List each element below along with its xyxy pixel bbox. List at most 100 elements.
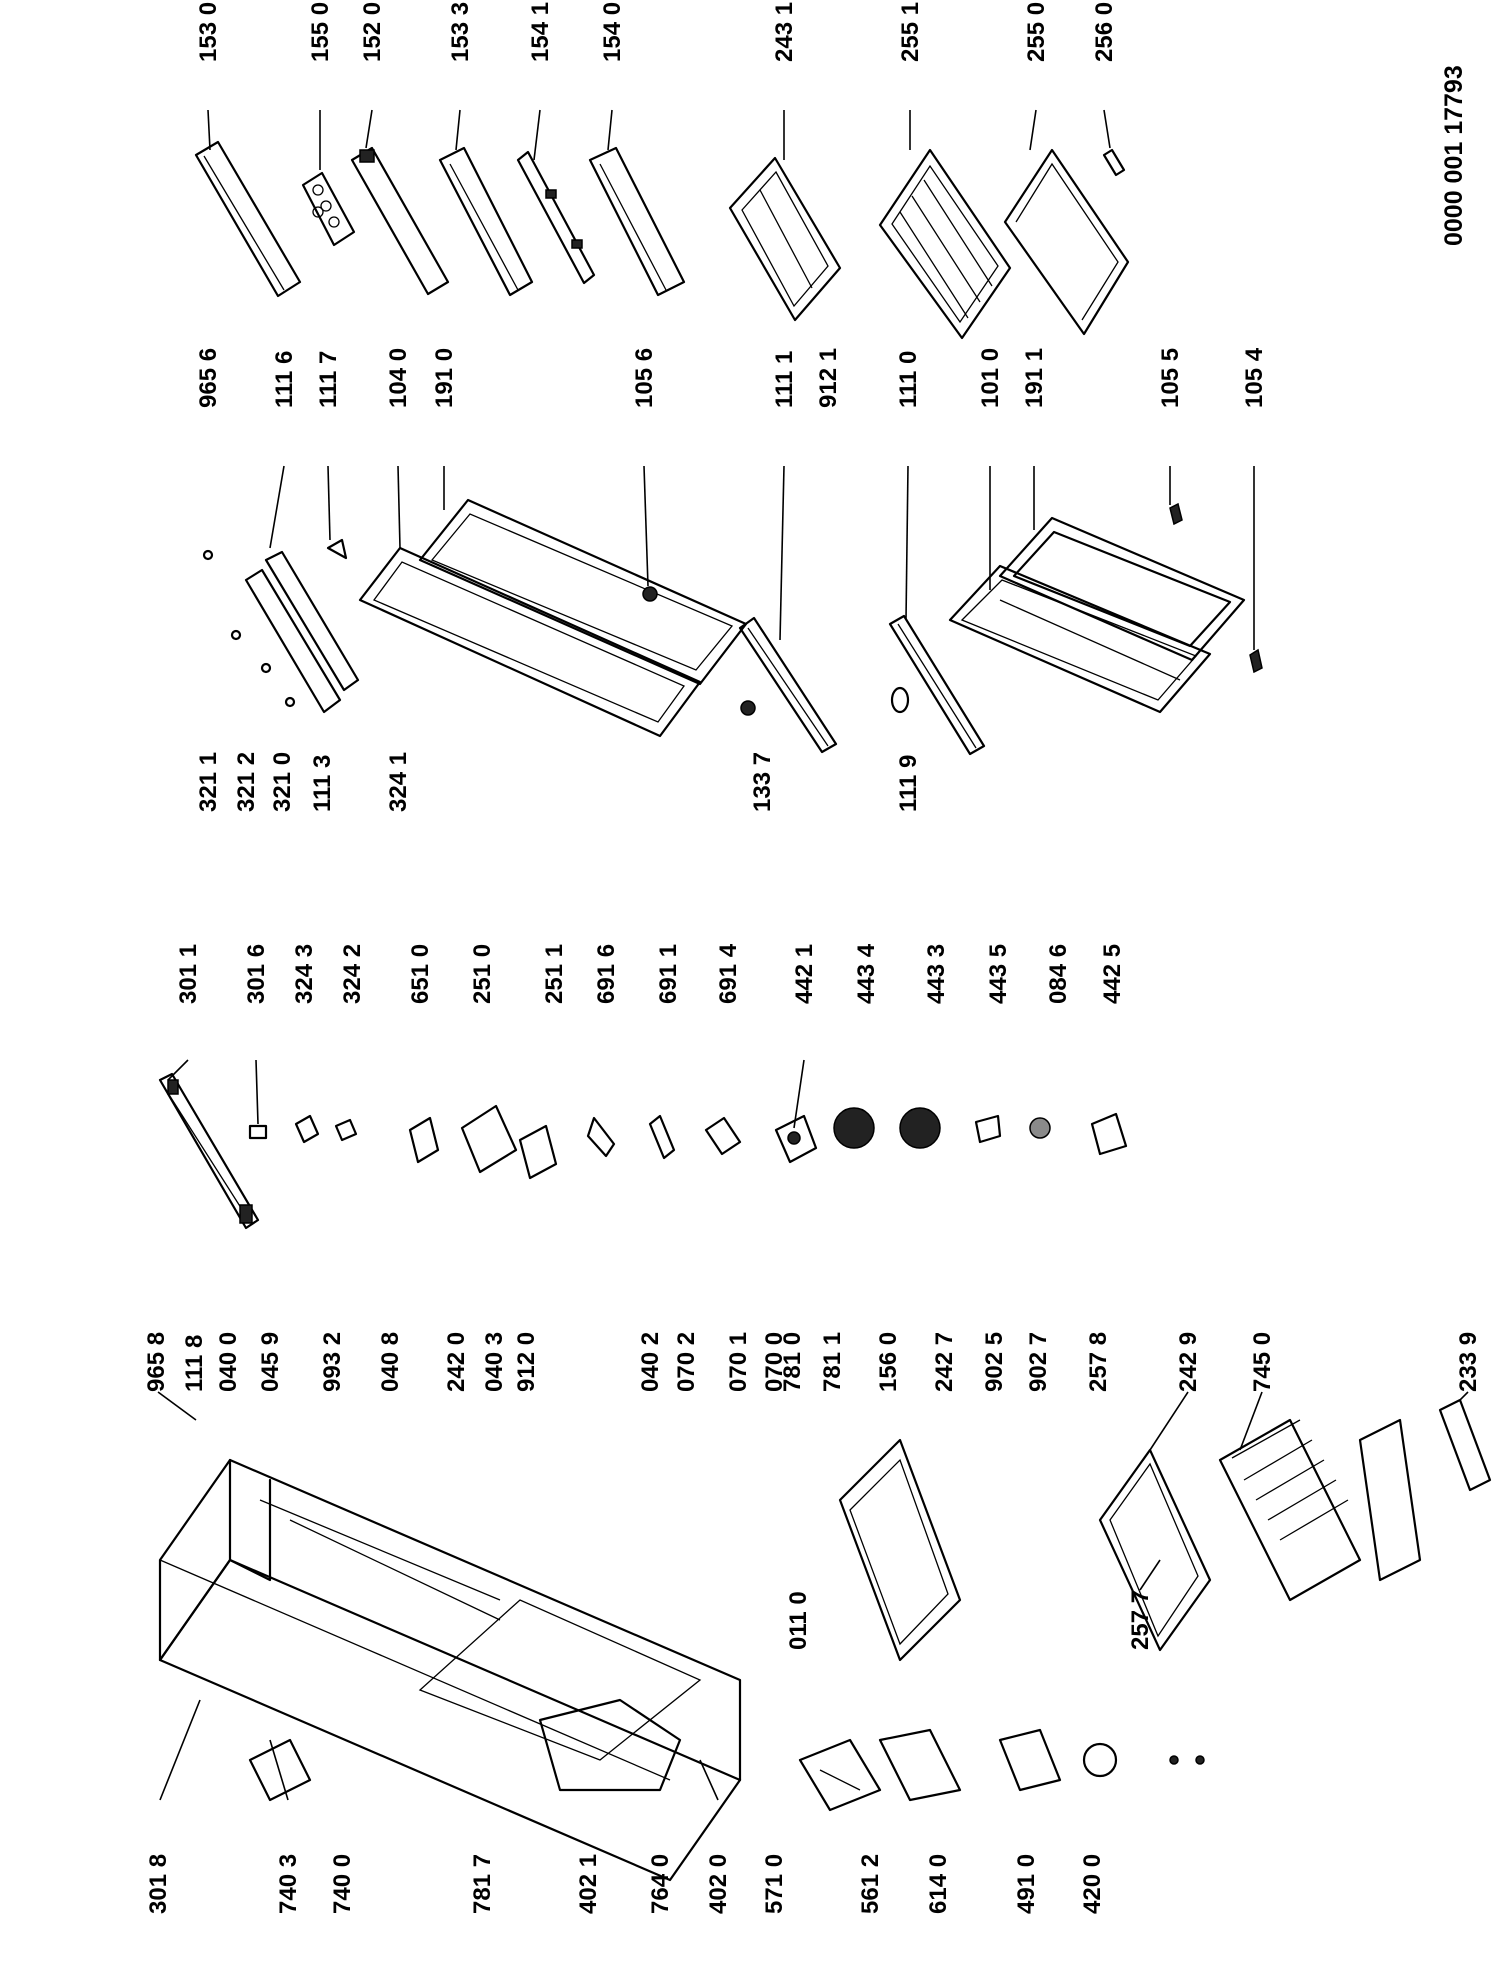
leader-lines bbox=[157, 109, 1469, 1801]
callout-243-1: 243 1 bbox=[771, 2, 798, 62]
part-door-hinge-cover bbox=[738, 616, 838, 754]
callout-257-7: 257 7 bbox=[1127, 1590, 1154, 1650]
callout-242-9: 242 9 bbox=[1175, 1332, 1202, 1392]
callout-233-9: 233 9 bbox=[1455, 1332, 1482, 1392]
callout-442-1: 442 1 bbox=[791, 944, 818, 1004]
callout-045-9: 045 9 bbox=[257, 1332, 284, 1392]
callout-251-0: 251 0 bbox=[469, 944, 496, 1004]
callout-965-8: 965 8 bbox=[143, 1332, 170, 1392]
callout-105-6: 105 6 bbox=[631, 348, 658, 408]
callout-105-4: 105 4 bbox=[1241, 347, 1268, 408]
callout-101-0: 101 0 bbox=[977, 348, 1004, 408]
callout-321-2: 321 2 bbox=[233, 752, 260, 812]
part-lower-door-rail bbox=[888, 614, 986, 756]
part-cabinet bbox=[158, 1458, 742, 1882]
callout-255-0: 255 0 bbox=[1023, 2, 1050, 62]
part-crisper-drawer bbox=[838, 1438, 962, 1662]
callout-745-0: 745 0 bbox=[1249, 1332, 1276, 1392]
callout-153-0: 153 0 bbox=[195, 2, 222, 62]
callout-442-5: 442 5 bbox=[1099, 944, 1126, 1004]
part-compressor bbox=[878, 1728, 962, 1802]
callout-191-1: 191 1 bbox=[1021, 348, 1048, 408]
callout-781-0: 781 0 bbox=[779, 1332, 806, 1392]
part-drawer-front-trim bbox=[1438, 1398, 1492, 1492]
callout-691-1: 691 1 bbox=[655, 944, 682, 1004]
part-lower-door-seal bbox=[998, 516, 1246, 662]
part-cable-clip bbox=[1082, 1742, 1118, 1778]
callout-301-8: 301 8 bbox=[145, 1854, 172, 1914]
part-freezer-drawer bbox=[1098, 1448, 1212, 1652]
part-handle-rail bbox=[244, 550, 360, 714]
part-egg-tray bbox=[301, 171, 356, 247]
callout-084-6: 084 6 bbox=[1045, 944, 1072, 1004]
callout-324-1: 324 1 bbox=[385, 752, 412, 812]
part-compressor-relay bbox=[248, 1738, 312, 1802]
part-fan-blades bbox=[833, 1107, 1128, 1156]
callout-781-1: 781 1 bbox=[819, 1332, 846, 1392]
callout-242-7: 242 7 bbox=[931, 1332, 958, 1392]
callout-040-3: 040 3 bbox=[481, 1332, 508, 1392]
callout-154-1: 154 1 bbox=[527, 2, 554, 62]
callout-040-2: 040 2 bbox=[637, 1332, 664, 1392]
part-door-bin-a bbox=[350, 146, 450, 296]
callout-402-1: 402 1 bbox=[575, 1854, 602, 1914]
callout-912-1: 912 1 bbox=[815, 348, 842, 408]
callout-152-0: 152 0 bbox=[359, 2, 386, 62]
callout-691-4: 691 4 bbox=[715, 943, 742, 1004]
callout-965-6: 965 6 bbox=[195, 348, 222, 408]
callout-133-7: 133 7 bbox=[749, 752, 776, 812]
part-shelf-frame bbox=[728, 156, 842, 322]
part-capacitor bbox=[998, 1728, 1062, 1792]
callout-070-0: 070 0 bbox=[761, 1332, 788, 1392]
callout-912-0: 912 0 bbox=[513, 1332, 540, 1392]
callout-256-0: 256 0 bbox=[1091, 2, 1118, 62]
callout-781-7: 781 7 bbox=[469, 1854, 496, 1914]
part-door-rail bbox=[516, 150, 596, 285]
callout-111-9: 111 9 bbox=[895, 755, 922, 812]
callout-740-3: 740 3 bbox=[275, 1854, 302, 1914]
document-number: 0000 001 17793 bbox=[1440, 65, 1468, 246]
callout-443-3: 443 3 bbox=[923, 944, 950, 1004]
callout-764-0: 764 0 bbox=[647, 1854, 674, 1914]
part-control-panel-strip bbox=[158, 1072, 260, 1230]
callout-011-0: 011 0 bbox=[785, 1591, 812, 1650]
callout-902-7: 902 7 bbox=[1025, 1332, 1052, 1392]
part-door-bin-c bbox=[588, 146, 686, 297]
part-thermostat bbox=[798, 1738, 882, 1812]
callout-040-8: 040 8 bbox=[377, 1332, 404, 1392]
callout-691-6: 691 6 bbox=[593, 944, 620, 1004]
callout-111-1: 111 1 bbox=[771, 351, 798, 408]
callout-154-0: 154 0 bbox=[599, 2, 626, 62]
callout-153-3: 153 3 bbox=[447, 2, 474, 62]
callout-902-5: 902 5 bbox=[981, 1332, 1008, 1392]
callout-420-0: 420 0 bbox=[1079, 1854, 1106, 1914]
callout-251-1: 251 1 bbox=[541, 944, 568, 1004]
callout-993-2: 993 2 bbox=[319, 1332, 346, 1392]
part-glass-shelf bbox=[1003, 148, 1130, 336]
callout-070-1: 070 1 bbox=[725, 1332, 752, 1392]
part-door-bin-b bbox=[438, 146, 534, 297]
callout-191-0: 191 0 bbox=[431, 348, 458, 408]
callout-242-0: 242 0 bbox=[443, 1332, 470, 1392]
part-upper-door bbox=[358, 546, 702, 738]
callout-111-0: 111 0 bbox=[895, 351, 922, 408]
callout-105-5: 105 5 bbox=[1157, 348, 1184, 408]
part-glass-shelf-grid bbox=[878, 148, 1012, 340]
callout-111-6: 111 6 bbox=[271, 351, 298, 408]
callout-614-0: 614 0 bbox=[925, 1854, 952, 1914]
callout-111-3: 111 3 bbox=[309, 755, 336, 812]
callout-402-0: 402 0 bbox=[705, 1854, 732, 1914]
callout-571-0: 571 0 bbox=[761, 1854, 788, 1914]
part-door-bin-large bbox=[194, 140, 302, 298]
callout-155-0: 155 0 bbox=[307, 2, 334, 62]
callout-111-7: 111 7 bbox=[315, 351, 342, 408]
part-small-screws bbox=[202, 538, 348, 708]
callout-111-8: 111 8 bbox=[181, 1335, 208, 1392]
part-fuse bbox=[1169, 1755, 1205, 1765]
callout-257-8: 257 8 bbox=[1085, 1332, 1112, 1392]
callout-324-2: 324 2 bbox=[339, 944, 366, 1004]
callout-040-0: 040 0 bbox=[215, 1332, 242, 1392]
callout-443-5: 443 5 bbox=[985, 944, 1012, 1004]
callout-301-6: 301 6 bbox=[243, 944, 270, 1004]
